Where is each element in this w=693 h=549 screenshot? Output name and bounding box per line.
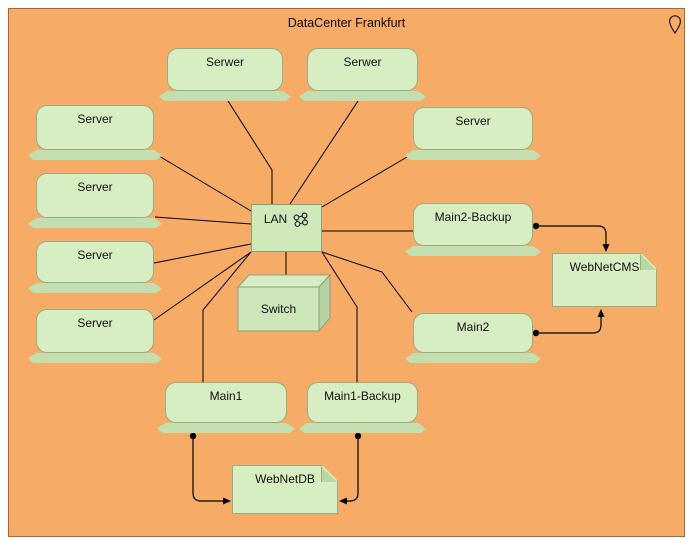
node-base — [405, 353, 541, 363]
node-label: Switch — [260, 302, 297, 316]
node-label: Serwer — [205, 55, 244, 69]
node-server-left-2[interactable]: Server — [28, 173, 162, 228]
node-base — [28, 353, 162, 363]
node-base — [28, 283, 162, 293]
node-body: Server — [36, 309, 154, 353]
diagram-title: DataCenter Frankfurt — [287, 16, 406, 30]
node-label: Main2 — [456, 320, 490, 334]
node-base — [299, 423, 426, 433]
node-serwer-2[interactable]: Serwer — [299, 48, 426, 101]
node-base — [299, 91, 426, 101]
node-label: Server — [77, 180, 113, 194]
node-body: Main2 — [413, 313, 533, 353]
node-switch[interactable]: Switch — [238, 287, 319, 331]
node-label: Server — [455, 114, 491, 128]
node-base — [405, 246, 541, 256]
node-label: WebNetDB — [255, 472, 315, 486]
node-label: Main1-Backup — [324, 389, 401, 403]
node-main1-backup[interactable]: Main1-Backup — [299, 382, 426, 433]
node-main2[interactable]: Main2 — [405, 313, 541, 363]
node-lan[interactable]: LAN — [251, 204, 322, 252]
node-server-left-3[interactable]: Server — [28, 241, 162, 293]
node-body: Server — [36, 241, 154, 283]
node-body: Main1-Backup — [307, 382, 418, 423]
node-base — [405, 150, 541, 160]
node-body: Serwer — [167, 48, 283, 91]
node-body: Serwer — [307, 48, 418, 91]
node-main2-backup[interactable]: Main2-Backup — [405, 203, 541, 256]
node-server-left-4[interactable]: Server — [28, 309, 162, 363]
node-body: Server — [36, 173, 154, 218]
node-server-right[interactable]: Server — [405, 107, 541, 160]
node-base — [28, 150, 162, 160]
node-label: WebNetCMS — [569, 260, 640, 274]
location-pin-icon — [668, 15, 682, 35]
node-base — [28, 218, 162, 228]
node-label: Main1 — [209, 389, 243, 403]
node-webnetdb[interactable]: WebNetDB — [232, 465, 338, 514]
node-body: Main2-Backup — [413, 203, 533, 246]
node-label: Server — [77, 112, 113, 126]
node-main1[interactable]: Main1 — [157, 382, 295, 433]
node-label: Server — [77, 316, 113, 330]
node-body: Server — [413, 107, 533, 150]
network-nodes-icon — [293, 212, 309, 227]
node-label: Server — [77, 248, 113, 262]
node-body: Server — [36, 105, 154, 150]
node-body: Main1 — [165, 382, 287, 423]
node-webnetcms[interactable]: WebNetCMS — [552, 253, 657, 307]
node-label: LAN — [263, 212, 288, 226]
node-base — [157, 423, 295, 433]
node-server-left-1[interactable]: Server — [28, 105, 162, 160]
node-label: Serwer — [343, 55, 382, 69]
node-base — [159, 91, 291, 101]
node-label: Main2-Backup — [434, 210, 512, 224]
node-serwer-1[interactable]: Serwer — [159, 48, 291, 101]
